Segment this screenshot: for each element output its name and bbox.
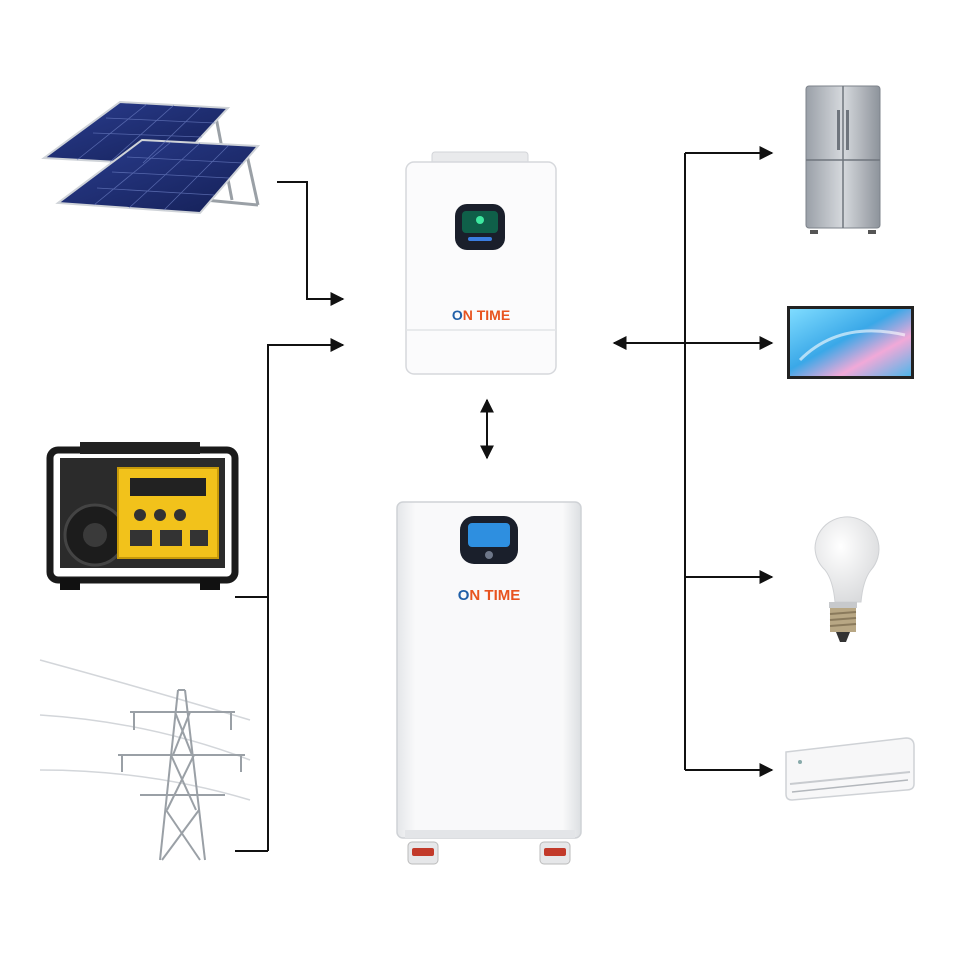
inverter-brand-logo: ON TIME	[452, 307, 510, 323]
solar-to-inverter-arrow	[277, 181, 345, 306]
brand-o: O	[452, 307, 463, 323]
generator-icon	[46, 442, 239, 590]
air-conditioner-icon	[785, 737, 915, 801]
inverter-icon: ON TIME	[405, 151, 557, 375]
connector-lines	[235, 146, 774, 852]
television-icon	[787, 306, 914, 379]
brand-rest: N TIME	[469, 587, 520, 604]
battery-brand-logo: ON TIME	[458, 587, 521, 604]
power-tower-icon	[39, 659, 251, 861]
brand-o: O	[458, 587, 470, 604]
source-bus-line	[267, 338, 345, 851]
light-bulb-icon	[814, 516, 880, 642]
refrigerator-icon	[805, 85, 881, 234]
solar-panel-icon	[41, 100, 261, 215]
battery-cabinet-icon: ON TIME	[396, 501, 582, 865]
brand-rest: N TIME	[463, 307, 510, 323]
